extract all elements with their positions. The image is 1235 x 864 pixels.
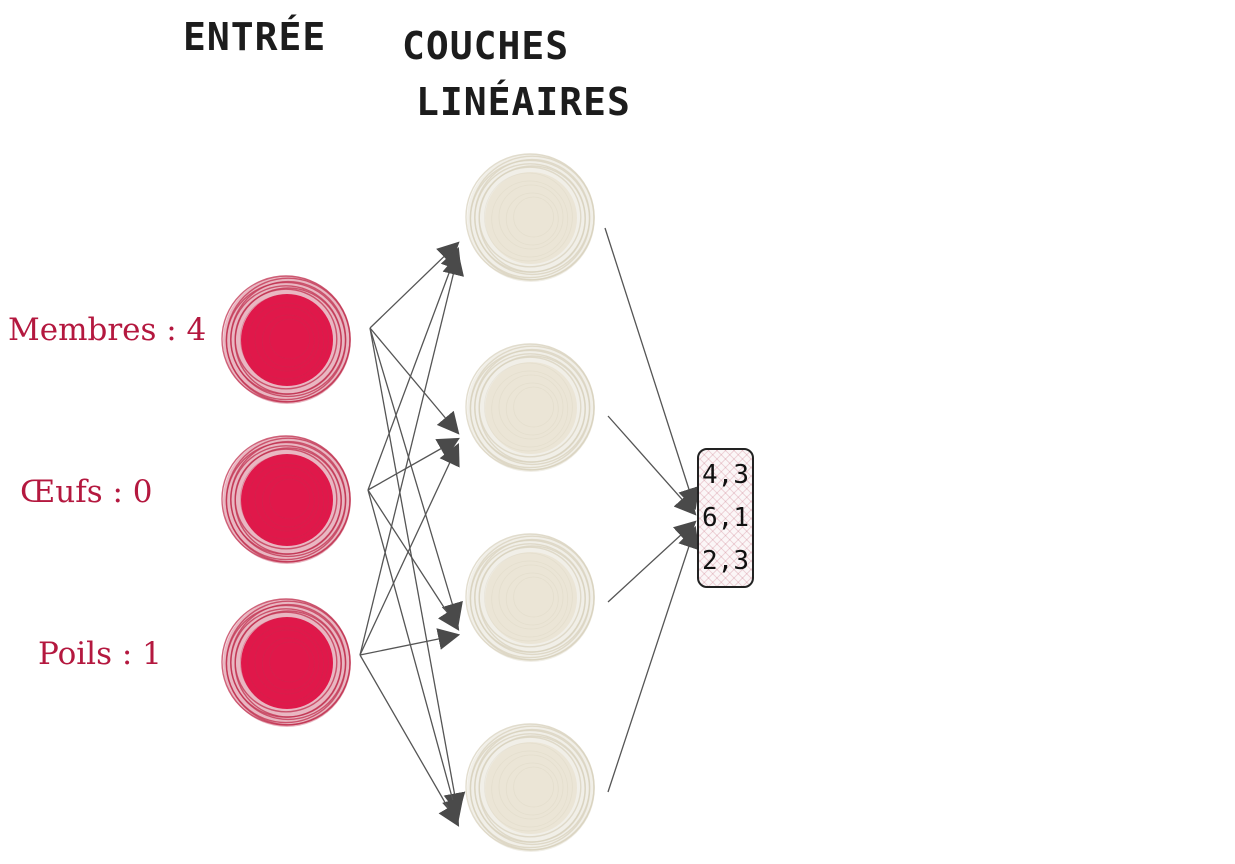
edge-input-3-hidden-2 (359, 443, 460, 656)
hidden-neuron-4 (465, 723, 595, 852)
edges (359, 227, 700, 827)
hidden-neuron-3 (465, 533, 595, 662)
hidden-neuron-1 (465, 153, 595, 282)
edge-hidden-2-output (607, 415, 697, 516)
output-value-3: 2,3 (702, 545, 749, 576)
edge-hidden-3-output (607, 520, 697, 603)
edge-input-2-hidden-3 (367, 489, 460, 631)
input-header: ENTRÉE (183, 15, 327, 59)
edge-input-2-hidden-4 (367, 489, 464, 822)
output-value-2: 6,1 (702, 502, 749, 533)
edge-hidden-4-output (607, 525, 700, 793)
neurons (221, 153, 595, 852)
input-label-oeufs: Œufs : 0 (20, 474, 153, 510)
output-vector: 4,3 6,1 2,3 (697, 448, 754, 588)
input-label-membres: Membres : 4 (8, 312, 207, 348)
output-value-1: 4,3 (702, 460, 749, 491)
edge-input-1-hidden-2 (369, 327, 460, 435)
edge-input-3-hidden-3 (359, 628, 461, 656)
linear-layers-header-line-2: LINÉAIRES (416, 80, 631, 124)
edge-input-3-hidden-1 (359, 252, 464, 656)
edge-input-2-hidden-2 (367, 437, 460, 491)
edge-input-3-hidden-4 (359, 654, 460, 827)
linear-layers-header: COUCHES LINÉAIRES (402, 18, 631, 130)
input-neuron-2 (221, 435, 351, 564)
edge-input-1-hidden-3 (369, 327, 463, 626)
input-neuron-3 (221, 598, 351, 727)
edge-input-1-hidden-4 (369, 327, 466, 816)
hidden-neuron-2 (465, 343, 595, 472)
linear-layers-header-line-1: COUCHES (402, 24, 570, 68)
input-label-poils: Poils : 1 (38, 636, 162, 672)
edge-input-2-hidden-1 (367, 246, 462, 491)
edge-hidden-1-output (604, 227, 700, 511)
input-neuron-1 (221, 275, 351, 404)
